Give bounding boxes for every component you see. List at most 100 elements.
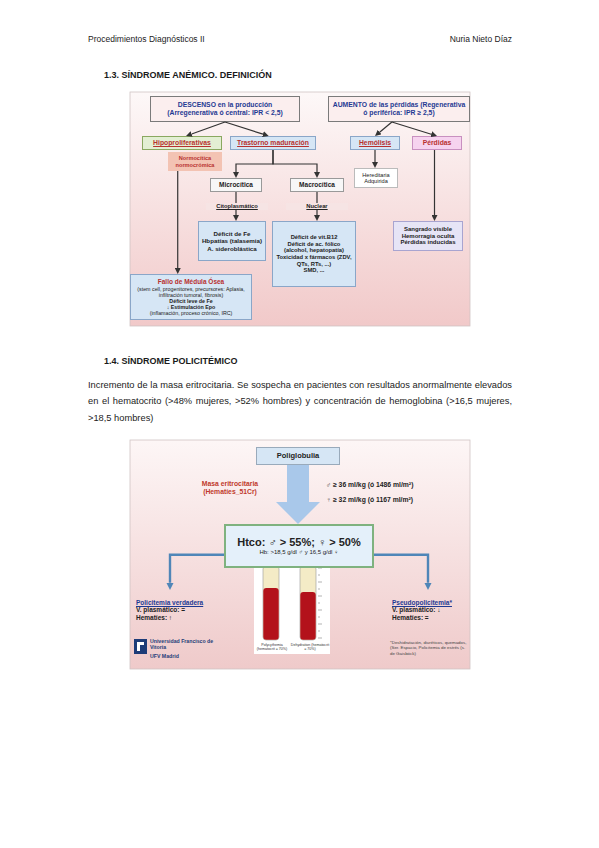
svg-part (318, 603, 320, 604)
tube-caption: Dehydration (hematocrit = 70%) (290, 643, 330, 652)
node-text: Pérdidas inducidas (396, 239, 460, 246)
section-heading: 1.3. SÍNDROME ANÉMICO. DEFINICIÓN (104, 70, 424, 81)
tube-caption: Polycythemia (hematocrit = 70%) (252, 643, 292, 652)
node-text: DESCENSO en la producción (Arregenerativ… (153, 101, 297, 117)
node-text: (inflamación, proceso crónico, IRC) (133, 310, 249, 316)
body-paragraph: Incremento de la masa eritrocitaria. Se … (88, 377, 512, 426)
connector-arrow (192, 122, 225, 134)
svg-part (318, 589, 320, 590)
node-text: Hematíes: ↑ (136, 614, 204, 621)
node-text: Sangrado visible (396, 226, 460, 233)
type-box: Normocítica normocrómica (168, 152, 222, 171)
node-text: Pseudopolicitemia* (392, 599, 464, 606)
tube-plasma (263, 566, 279, 640)
node-text: Hereditaria (357, 172, 395, 178)
svg-part (318, 575, 320, 576)
tube-cells (300, 592, 315, 640)
category-box: Pérdidas (412, 136, 462, 150)
category-box: Trastorno maduración (230, 136, 316, 150)
annotation: ♀ ≥ 32 ml/kg (ó 1167 ml/m²) (326, 496, 466, 504)
node-text: Microcítica (213, 181, 259, 188)
tube-scale (318, 568, 322, 638)
connector-arrow (170, 555, 224, 583)
tube-cells (263, 588, 278, 640)
node-text: Poliglobulia (259, 452, 337, 461)
node-text: Hemólisis (353, 139, 397, 147)
node-text: ↓ Estimulación Epo (133, 304, 249, 310)
cause-box: Fallo de Médula Ósea(stem cell, progenit… (130, 274, 252, 320)
outcome-box: Policitemia verdaderaV. plasmático: =Hem… (134, 590, 206, 630)
node-text: Macrocítica (293, 181, 341, 188)
node-text: Trastorno maduración (233, 139, 313, 147)
node-text: V. plasmático: = (136, 606, 204, 613)
logo-text: Universidad Francisco de Vitoria (150, 638, 220, 650)
svg-part (318, 631, 320, 632)
node-text: V. plasmático: ↓ (392, 606, 464, 613)
university-logo (134, 639, 147, 654)
page-author: Nuria Nieto Díaz (380, 34, 512, 44)
connector-group (170, 122, 435, 583)
svg-part (318, 624, 322, 625)
node-text: Normocítica normocrómica (170, 155, 220, 168)
annotation: ♂ ≥ 36 ml/kg (ó 1486 ml/m²) (326, 481, 466, 489)
node-text: Hemorragia oculta (396, 233, 460, 240)
connector-arrow (236, 150, 273, 172)
node-text: Hb: >18,5 g/dl ♂ y 16,5 g/dl ♀ (228, 549, 370, 556)
type-box: Macrocítica (290, 178, 344, 192)
connector-arrow (434, 150, 435, 215)
connector-arrow (374, 150, 375, 162)
svg-part (318, 610, 322, 611)
node-text: Déficit de Fe (201, 230, 263, 237)
page-header: Procedimientos Diagnósticos II (88, 34, 308, 44)
cause-box: Sangrado visibleHemorragia ocultaPérdida… (393, 221, 463, 251)
svg-part (318, 638, 322, 639)
node-text: Adquirida (357, 178, 395, 184)
node-text: Déficit de vit.B12 (275, 234, 353, 241)
category-box: Hemólisis (350, 136, 400, 150)
connector-arrow (287, 465, 309, 502)
process-box: AUMENTO de las pérdidas (Regenerativa ó … (328, 96, 470, 122)
footnote: *Deshidratación, diuréticos, quemados, (… (390, 640, 470, 656)
category-box: Hipoproliferativas (142, 136, 222, 150)
section-heading: 1.4. SÍNDROME POLICITÉMICO (104, 356, 424, 367)
node-text: Hipoproliferativas (145, 139, 219, 147)
type-box: HereditariaAdquirida (354, 168, 398, 188)
node-text: Htco: ♂ > 55%; ♀ > 50% (228, 536, 370, 549)
node-text: Hematíes: = (392, 614, 464, 621)
node-text: Policitemia verdadera (136, 599, 204, 606)
node-text: Pérdidas (415, 139, 459, 147)
node-text: Déficit leve de Fe (133, 298, 249, 304)
slide-background (130, 440, 470, 669)
connector-arrow (392, 122, 431, 134)
svg-part (318, 582, 322, 583)
node-text: A. sideroblástica (201, 245, 263, 252)
node-text: Fallo de Médula Ósea (133, 278, 249, 285)
connector-arrow (380, 122, 392, 132)
annotation: Masa eritrocitaria (Hematíes_51Cr) (186, 480, 274, 496)
cause-box: Déficit de vit.B12Déficit de ac. fólico … (272, 221, 356, 287)
logo-glyph (137, 642, 144, 651)
tube-plasma (300, 566, 316, 640)
process-box: Poliglobulia (256, 447, 340, 465)
node-text: (stem cell, progenitores, precursores: A… (133, 286, 249, 298)
connector-arrow (177, 171, 178, 268)
node-text: Déficit de ac. fólico (alcohol, hepatopa… (275, 241, 353, 254)
logo-text: UFV Madrid (150, 653, 220, 659)
connector-arrow (273, 150, 317, 172)
node-text: Hbpatías (talasemia) (201, 237, 263, 244)
node-text: Toxicidad x fármacos (ZDV, QTs, RTs, ...… (275, 254, 353, 267)
outcome-box: Pseudopolicitemia*V. plasmático: ↓Hematí… (390, 590, 466, 630)
node-text: SMD, ... (275, 267, 353, 274)
connector-arrow (225, 122, 263, 134)
type-box: Microcítica (210, 178, 262, 192)
branch-label: Citoplasmático (206, 203, 268, 210)
svg-part (318, 596, 322, 597)
test-tubes (254, 560, 330, 654)
svg-part (318, 617, 320, 618)
connector-arrow (374, 555, 428, 583)
criteria-box: Htco: ♂ > 55%; ♀ > 50%Hb: >18,5 g/dl ♂ y… (224, 524, 374, 568)
tube-panel (254, 560, 330, 654)
